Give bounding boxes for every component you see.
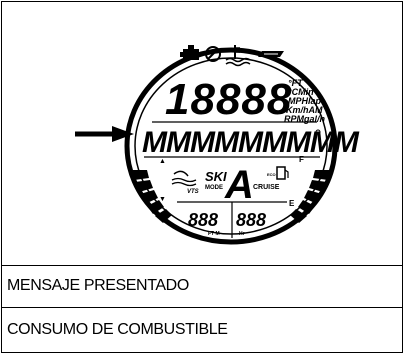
- no-wake-icon: [205, 46, 221, 62]
- units-column: °FT °CMin MPHlap Km/hAM RPMgal/h: [284, 78, 326, 124]
- engine-icon: [180, 45, 199, 60]
- battery-bar-icon: [258, 51, 284, 57]
- unit-cmin: °CMin: [288, 87, 314, 97]
- vts-icon: [171, 170, 197, 187]
- arrow-pointer-icon: [75, 126, 134, 142]
- table-row: MENSAJE PRESENTADO: [2, 265, 402, 305]
- message-segments: MMMMMMMMM: [142, 126, 360, 159]
- bottom-left-digits: 888: [188, 210, 218, 230]
- table-row: CONSUMO DE COMBUSTIBLE: [2, 307, 402, 352]
- fuel-pump-icon: [276, 166, 289, 180]
- gauge-svg: 18888 °FT °CMin MPHlap Km/hAM RPMgal/h M…: [75, 45, 361, 245]
- cruise-label: CRUISE: [253, 184, 280, 191]
- unit-ft: °FT: [288, 78, 304, 88]
- unit-rpm: RPMgal/h: [284, 114, 326, 124]
- row-label: CONSUMO DE COMBUSTIBLE: [7, 321, 228, 338]
- bottom-left-unit: FT M: [208, 231, 220, 237]
- mode-label: MODE: [205, 185, 223, 191]
- gear-char: A: [224, 163, 254, 207]
- bottom-right-unit: Hr: [239, 231, 245, 237]
- svg-text:▲: ▲: [159, 158, 166, 165]
- gauge-illustration: 18888 °FT °CMin MPHlap Km/hAM RPMgal/h M…: [2, 2, 404, 262]
- fuel-bar-gauge: F E: [289, 155, 330, 223]
- unit-kmh: Km/hAM: [286, 105, 323, 115]
- fuel-empty-label: E: [289, 199, 295, 208]
- eco-label: ECO: [267, 172, 276, 177]
- ski-label: SKI: [205, 169, 227, 184]
- top-digits: 18888: [165, 75, 292, 124]
- unit-mphlap: MPHlap: [288, 96, 322, 106]
- bottom-right-digits: 888: [236, 210, 266, 230]
- trim-bar-gauge: ▲ ▼: [132, 158, 172, 223]
- svg-text:▼: ▼: [159, 196, 166, 203]
- fuel-full-label: F: [299, 155, 304, 164]
- row-label: MENSAJE PRESENTADO: [7, 276, 189, 294]
- temperature-icon: [225, 45, 251, 67]
- vts-label: VTS: [187, 189, 199, 195]
- gauge-bezel: [124, 47, 338, 245]
- degree-dot: [315, 129, 321, 135]
